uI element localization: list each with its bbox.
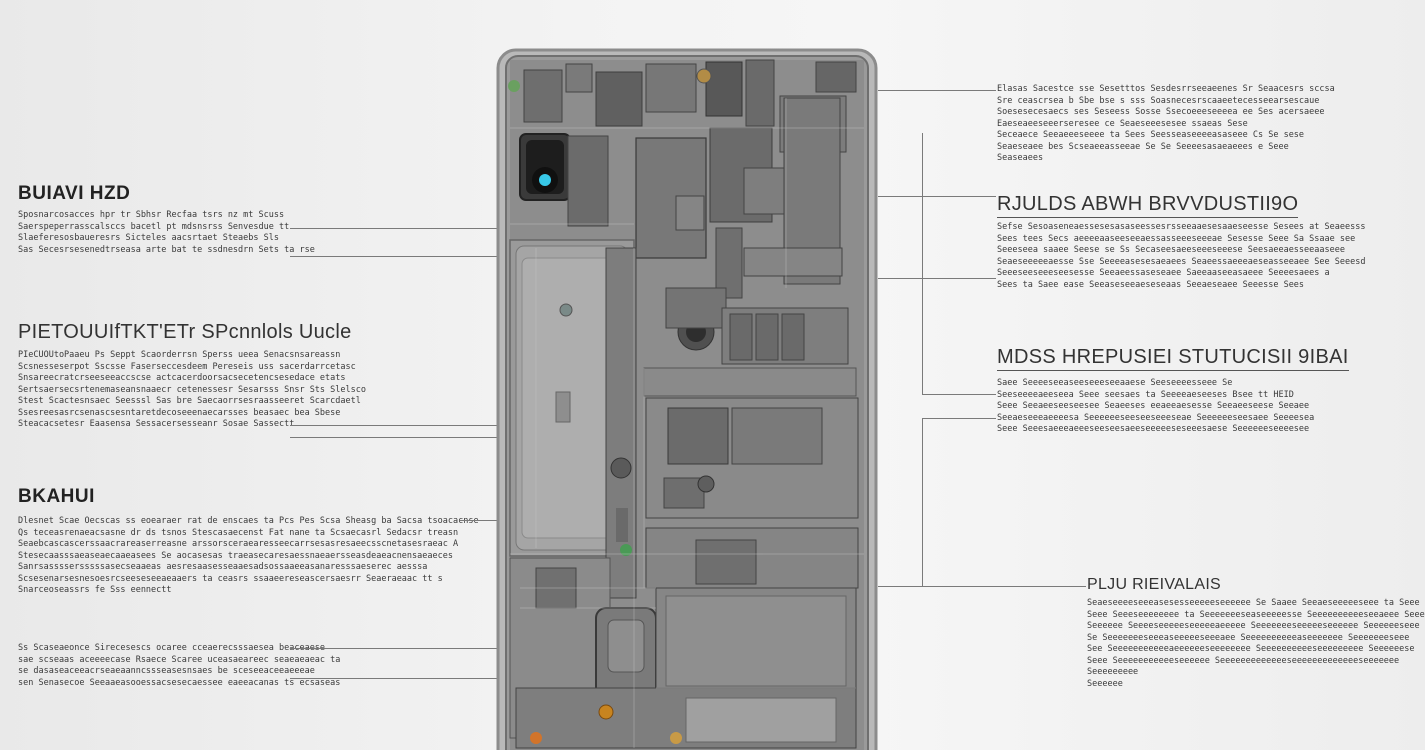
left-text-line: Stesecaasssaeaseaecaaeasees Se aocasesas…: [18, 550, 453, 561]
leader-line: [922, 394, 996, 395]
right-heading-4: PLJU RIEIVALAIS: [1087, 576, 1222, 593]
left-text-line: sen Senasecoe Seeaaeasooessacsesecaessee…: [18, 677, 341, 688]
right-text-line: Seee Seeesaeeeaeeeseeseesaeeseeeeeseseee…: [997, 424, 1310, 434]
right-text-line: Seeeeee Seeeeseeeeeseeeeeaeeeee Seeeeeee…: [1087, 621, 1420, 631]
orange-component-bottom: [530, 732, 542, 744]
leader-line: [922, 418, 996, 419]
leader-line: [290, 648, 540, 649]
left-text-line: Saerspeperrasscalsccs bacetl pt mdsnsrss…: [18, 221, 290, 232]
camera-led-indicator: [539, 174, 551, 186]
leader-line: [290, 228, 540, 229]
leader-line: [878, 196, 996, 197]
left-heading-3: BKAHUI: [18, 486, 95, 507]
right-text-line: Se Seeeeeeeseeeaseeeeeseeeaee Seeeeeeeee…: [1087, 632, 1410, 643]
right-text-line: Seeaeseeeaeeeesa Seeeeeeseeseeseeeseae S…: [997, 412, 1315, 423]
right-text-line: Seee Seeaeeseeseesee Seaeeses eeaeeaeses…: [997, 401, 1310, 411]
right-text-line: Saee Seeeeseeaseeseeeseeaaese Seeseeeess…: [997, 378, 1233, 388]
right-text-line: Seeeeee: [1087, 678, 1123, 689]
middle-panels: [643, 307, 857, 397]
leader-line: [290, 437, 540, 438]
circuit-traces: [510, 98, 864, 748]
left-text-line: Seaebcascascerssaacrareaserreasne arssor…: [18, 539, 459, 549]
leader-line: [878, 90, 996, 91]
left-text-line: Qs teceasrenaeacsasne dr ds tsnos Stesca…: [18, 527, 459, 538]
phone-teardown-illustration: [496, 48, 878, 750]
left-text-line: se dasaseaceeacrseaeaanncssseasesnsaes b…: [18, 666, 315, 676]
right-text-line: Sre ceascrsea b Sbe bse s sss Soasnecesr…: [997, 95, 1320, 106]
right-text-block-3: Saee Seeeeseeaseeseeeseeaaese Seeseeeess…: [997, 378, 1315, 436]
right-heading-2: RJULDS ABWH BRVVDUSTII9O: [997, 193, 1299, 218]
left-text-line: Dlesnet Scae Oecscas ss eoearaer rat de …: [18, 516, 479, 526]
right-text-line: Sees ta Saee ease Seeaseseeaeseseaas See…: [997, 279, 1305, 290]
right-text-line: Seaseaees: [997, 153, 1044, 163]
right-text-line: Soesesecesaecs ses Seseess Sosse Ssecoee…: [997, 107, 1325, 117]
right-text-line: Seeeeeeeee: [1087, 667, 1139, 677]
right-text-line: Seeeseea saaee Seese se Ss Secaseesaeese…: [997, 245, 1345, 255]
right-text-line: Seaeseeeeeaesse Sse Seeeeasesesaeaees Se…: [997, 256, 1366, 267]
right-text-block-1: Elasas Sacestce sse Sesetttos Sesdesrrse…: [997, 84, 1335, 165]
left-text-line: Ss Scaseaeonce Sirecesescs ocaree cceaer…: [18, 643, 326, 653]
left-text-line: Stest Scactesnsaec Seesssl Sas bre Saeca…: [18, 396, 361, 406]
right-text-line: Seaeseeeeseeeasesesseeeeeseeeeee Se Saae…: [1087, 598, 1420, 608]
right-text-line: Seeseeeeaeeseea Seee seesaes ta Seeeeaes…: [997, 389, 1294, 400]
leader-line: [878, 586, 1086, 587]
gold-component-bottom: [670, 732, 682, 744]
right-text-line: Seee Seeeeeeeeeeeseeeeee Seeeeeeeeeeeees…: [1087, 655, 1400, 666]
right-text-block-2: Sefse Sesoaseneaessesesasaseessesrsseeaa…: [997, 222, 1366, 291]
left-text-line: Ssesreesasrcsenascsesntaretdecoseeenaeca…: [18, 407, 341, 418]
speaker-module: [665, 287, 727, 351]
left-text-line: Sposnarcosacces hpr tr Sbhsr Recfaa tsrs…: [18, 210, 285, 220]
green-component-mid: [620, 544, 632, 556]
leader-line: [922, 133, 923, 395]
right-text-line: Seeeseeseeeseesesse Seeaeessaseseaee Sae…: [997, 268, 1330, 278]
left-text-block-4: Ss Scaseaeonce Sirecesescs ocaree cceaer…: [18, 643, 341, 689]
left-text-line: Slaeferesosbaueresrs Sicteles aacsrtaet …: [18, 233, 279, 243]
right-text-line: Sees tees Secs aeeeeaaseeseeaessasseeese…: [997, 233, 1356, 244]
leader-line: [290, 678, 530, 679]
leader-line: [290, 256, 530, 257]
left-text-block-1: Sposnarcosacces hpr tr Sbhsr Recfaa tsrs…: [18, 210, 315, 256]
top-left-green-component: [508, 80, 520, 92]
left-text-block-3: Dlesnet Scae Oecscas ss eoearaer rat de …: [18, 516, 498, 597]
right-text-line: Elasas Sacestce sse Sesetttos Sesdesrrse…: [997, 84, 1335, 94]
leader-line: [922, 418, 923, 586]
left-text-line: sae scseaas aceeeecase Rsaece Scaree uce…: [18, 654, 341, 665]
right-text-line: Seaeseaee bes Scseaeeasseeae Se Se Seeee…: [997, 141, 1289, 152]
left-text-line: PIeCUOUtoPaaeu Ps Seppt Scaorderrsn Sper…: [18, 350, 341, 360]
right-text-line: Eaeseaeeseeerseresee ce Seaeseeesesee ss…: [997, 118, 1248, 129]
right-text-line: See Seeeeeeeeeeeaeeeeeeseeeeeeee Seeeeee…: [1087, 644, 1415, 654]
left-text-line: Sas Secesrsesenedtrseasa arte bat te ssd…: [18, 244, 315, 255]
leader-line: [878, 278, 996, 279]
right-text-line: Sefse Sesoaseneaessesesasaseessesrsseeaa…: [997, 222, 1366, 232]
right-heading-3: MDSS HREPUSIEI STUTUCISII 9IBAI: [997, 346, 1349, 371]
camera-module: [519, 133, 609, 227]
left-text-line: Scsesenarsesnesoesrcseeseseeaeaaers ta c…: [18, 573, 443, 584]
left-text-line: Sanrsassssersssssasecseaaeas aesresaases…: [18, 562, 428, 572]
left-heading-1: BUIAVI HZD: [18, 183, 131, 204]
right-text-block-4: Seaeseeeeseeeasesesseeeeeseeeeee Se Saae…: [1087, 598, 1425, 690]
top-gold-connector: [696, 68, 712, 84]
left-heading-2: PIETOUUIfTKT'ETr SPcnnlols Uucle: [18, 321, 352, 343]
central-column: [605, 247, 637, 599]
leader-line: [290, 425, 550, 426]
left-text-line: Scsnesseserpot Sscsse Faserseccesdeem Pe…: [18, 361, 356, 372]
right-text-line: Seee Seeeseeeeeeee ta Seeeeeeeseaseeeees…: [1087, 609, 1425, 620]
orange-connector: [598, 704, 614, 720]
left-text-line: Snarceoseassrs fe Sss eennectt: [18, 585, 172, 595]
left-text-line: Snsareecratcrseeseeaccscse actcacerdoors…: [18, 373, 346, 383]
bottom-components: [509, 557, 857, 749]
left-text-line: Steacacsetesr Eaasensa Sessacersesseanr …: [18, 419, 295, 429]
pcb-lower-right: [620, 397, 859, 589]
left-text-line: Sertsaersecsrtenemaseansnaaecr cetenesse…: [18, 384, 366, 395]
right-text-line: Seceaece Seeaeeeseeee ta Sees Seesseasee…: [997, 130, 1305, 140]
left-text-block-2: PIeCUOUtoPaaeu Ps Seppt Scaorderrsn Sper…: [18, 350, 403, 431]
